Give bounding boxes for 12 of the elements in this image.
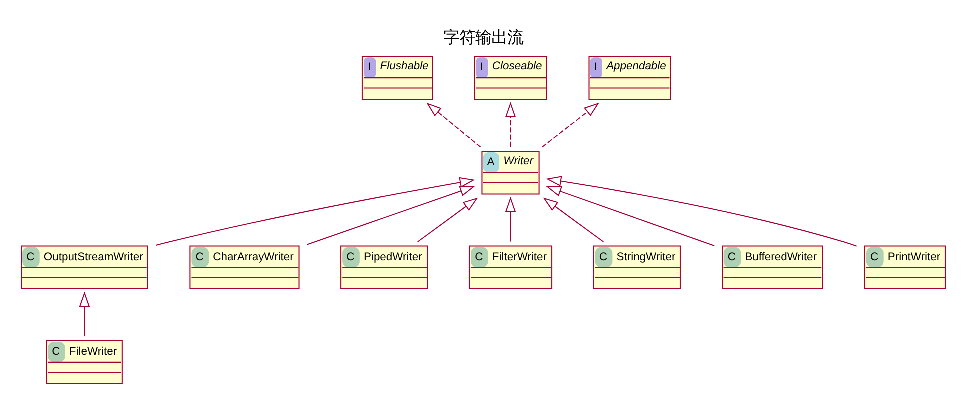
arrow xyxy=(307,186,476,246)
arrow xyxy=(156,177,476,246)
arrow xyxy=(418,198,478,242)
arrow xyxy=(542,102,600,148)
arrow xyxy=(79,292,90,337)
arrow xyxy=(426,102,482,148)
arrow xyxy=(546,186,715,247)
arrow xyxy=(505,196,516,242)
arrow xyxy=(546,176,857,247)
diagram-title: 字符输出流 xyxy=(444,29,524,48)
arrow xyxy=(543,198,604,242)
arrow xyxy=(505,102,516,147)
